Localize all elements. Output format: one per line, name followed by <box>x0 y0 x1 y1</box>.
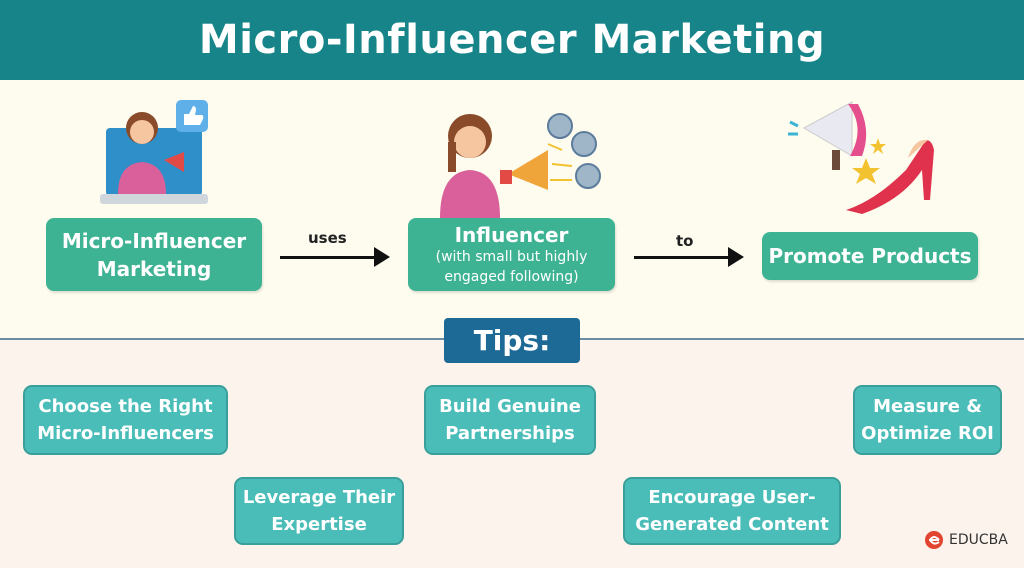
flow-box-label: Promote Products <box>768 244 972 268</box>
tip-line1: Encourage User- <box>648 487 816 508</box>
tip-measure-optimize-roi: Measure & Optimize ROI <box>853 385 1002 455</box>
flow-box-line2: engaged following) <box>444 268 579 285</box>
arrow-right-icon <box>280 247 390 267</box>
tip-encourage-user-generated-content: Encourage User- Generated Content <box>623 477 841 545</box>
flow-box-title: Influencer <box>454 222 569 247</box>
influencer-megaphone-illustration <box>440 113 601 218</box>
tip-line1: Leverage Their <box>242 487 396 508</box>
arrow-label-uses: uses <box>308 229 347 247</box>
arrow-label-to: to <box>676 232 694 250</box>
page-title: Micro-Influencer Marketing <box>198 17 826 63</box>
tip-line1: Build Genuine <box>439 396 581 417</box>
tip-line2: Partnerships <box>445 423 575 444</box>
flow-box-promote-products: Promote Products <box>762 232 978 280</box>
flow-box-line1: (with small but highly <box>435 248 588 265</box>
educba-logo: EDUCBA <box>924 530 1008 550</box>
flow-box-micro-influencer-marketing: Micro-Influencer Marketing <box>46 218 262 291</box>
educba-logo-icon <box>925 531 943 549</box>
megaphone-heel-illustration <box>788 101 934 214</box>
tip-line2: Generated Content <box>635 514 829 535</box>
flow-box-line1: Micro-Influencer <box>61 228 247 253</box>
tip-line2: Micro-Influencers <box>37 423 214 444</box>
header-banner: Micro-Influencer Marketing <box>0 0 1024 80</box>
arrow-right-icon <box>634 247 744 267</box>
tip-line2: Expertise <box>271 514 367 535</box>
woman-laptop-illustration <box>100 100 208 204</box>
flow-box-line2: Marketing <box>96 256 212 281</box>
educba-logo-text: EDUCBA <box>949 532 1008 548</box>
flow-box-influencer: Influencer (with small but highly engage… <box>408 218 615 291</box>
tips-badge: Tips: <box>444 318 580 363</box>
tip-line1: Measure & <box>873 396 982 417</box>
tip-line2: Optimize ROI <box>861 423 994 444</box>
tip-line1: Choose the Right <box>38 396 213 417</box>
